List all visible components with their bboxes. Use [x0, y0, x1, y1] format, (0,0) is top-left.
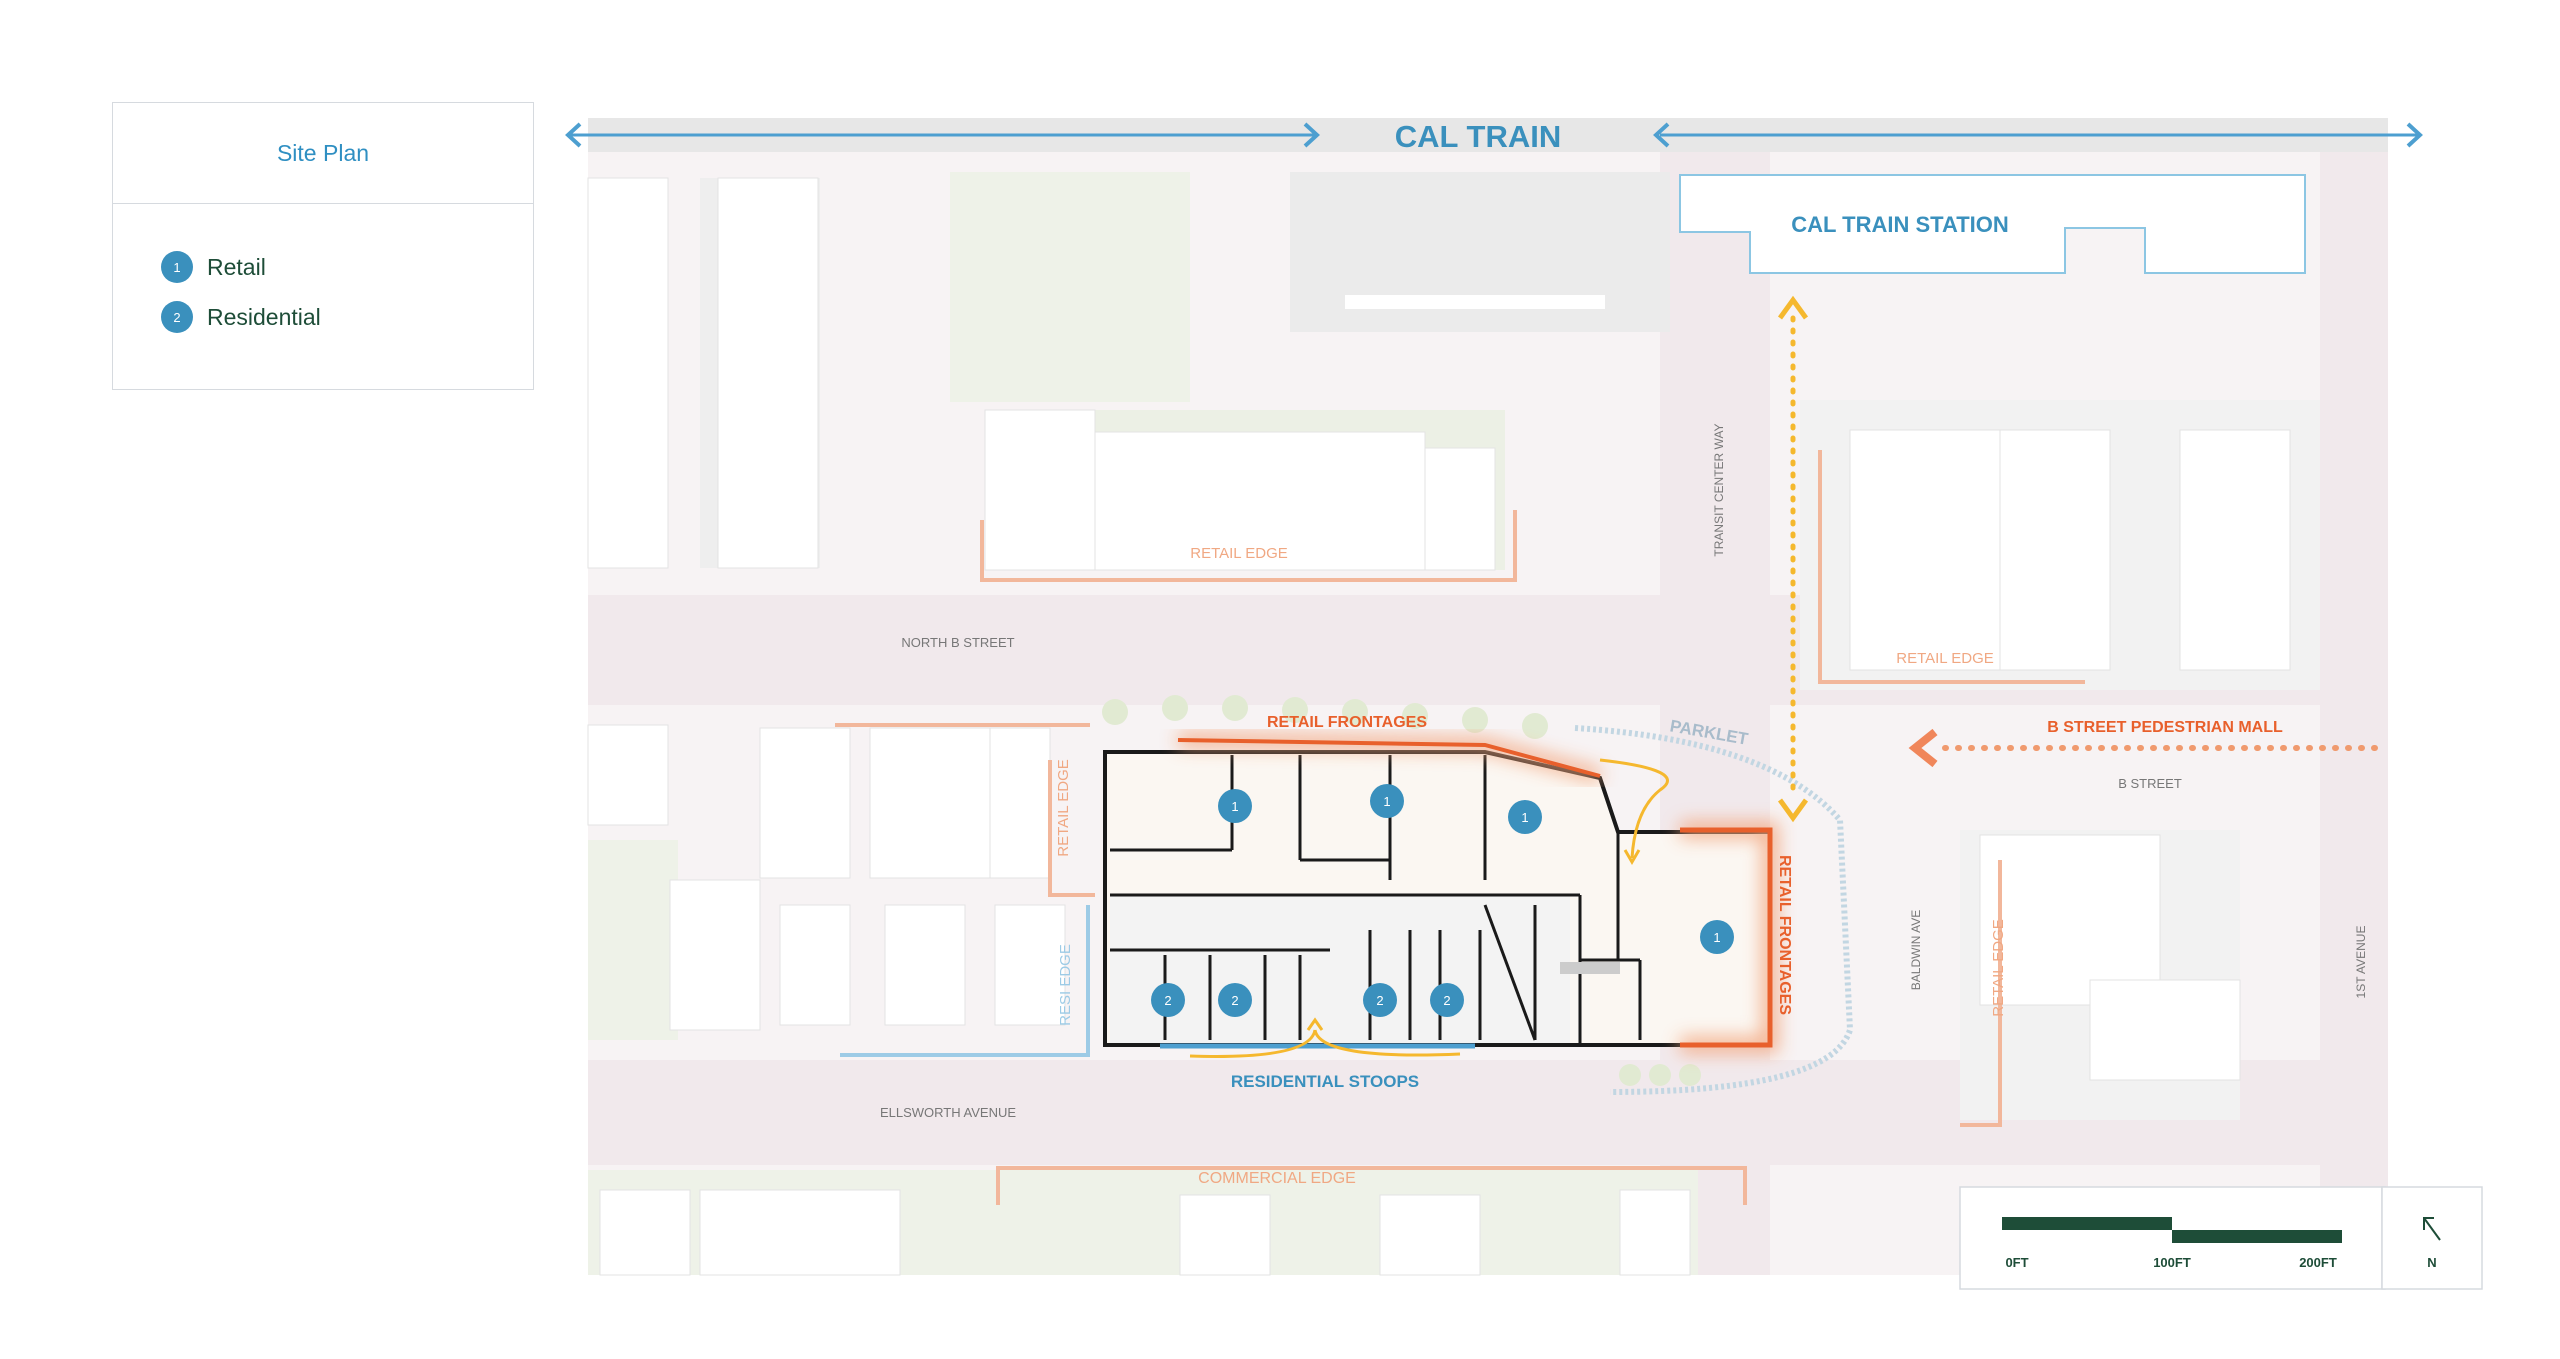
- transit-center-way-label: TRANSIT CENTER WAY: [1712, 423, 1726, 556]
- legend-item-retail[interactable]: 1 Retail: [161, 242, 533, 292]
- cal-train-line: CAL TRAIN: [565, 118, 2423, 154]
- pedestrian-path: [1599, 295, 1809, 865]
- cal-train-station: CAL TRAIN STATION: [1679, 174, 2306, 274]
- first-avenue-label: 1ST AVENUE: [2354, 926, 2368, 999]
- svg-text:1: 1: [1521, 810, 1528, 825]
- retail-edge-label: RETAIL EDGE: [1990, 919, 2007, 1017]
- scale-label-0: 0FT: [2005, 1255, 2028, 1270]
- svg-text:2: 2: [1443, 993, 1450, 1008]
- retail-frontages-label: RETAIL FRONTAGES: [1267, 714, 1427, 731]
- legend-label-retail: Retail: [207, 253, 266, 280]
- residential-marker[interactable]: 2: [1430, 983, 1464, 1017]
- north-label: N: [2427, 1255, 2436, 1270]
- retail-edge-label: RETAIL EDGE: [1190, 545, 1288, 562]
- context-buildings: [587, 172, 2320, 1276]
- retail-marker[interactable]: 1: [1370, 784, 1404, 818]
- retail-marker[interactable]: 1: [1218, 789, 1252, 823]
- retail-edge-label: RETAIL EDGE: [1896, 650, 1994, 667]
- b-street-pedestrian-mall-label: B STREET PEDESTRIAN MALL: [2047, 719, 2283, 736]
- b-street-label: B STREET: [2118, 776, 2182, 791]
- map-labels: RETAIL EDGE RETAIL EDGE RETAIL EDGE RETA…: [880, 423, 2368, 1187]
- residential-marker[interactable]: 2: [1151, 983, 1185, 1017]
- svg-text:1: 1: [1713, 930, 1720, 945]
- svg-text:2: 2: [1164, 993, 1171, 1008]
- residential-marker[interactable]: 2: [1363, 983, 1397, 1017]
- north-arrow-icon: [2423, 1217, 2441, 1241]
- arrow-left-icon: [1908, 728, 1938, 768]
- b-street-pedestrian-mall: B STREET PEDESTRIAN MALL: [1908, 719, 2383, 768]
- legend-item-residential[interactable]: 2 Residential: [161, 292, 533, 342]
- arrow-down-icon: [1777, 798, 1809, 823]
- legend-title: Site Plan: [113, 103, 533, 204]
- resi-edge-label: RESI EDGE: [1057, 944, 1074, 1026]
- residential-stoops-label: RESIDENTIAL STOOPS: [1231, 1072, 1419, 1091]
- project-building: [1103, 750, 1772, 1047]
- unit-markers: 1 1 1 1 2 2 2 2: [1151, 784, 1734, 1017]
- retail-frontages-label: RETAIL FRONTAGES: [1776, 855, 1793, 1015]
- retail-frontages-highlight: [1177, 733, 1778, 1053]
- arrow-up-icon: [1777, 295, 1809, 320]
- svg-text:2: 2: [1231, 993, 1238, 1008]
- retail-marker[interactable]: 1: [1508, 800, 1542, 834]
- north-b-street-label: NORTH B STREET: [901, 635, 1014, 650]
- legend-list: 1 Retail 2 Residential: [113, 204, 533, 342]
- svg-text:2: 2: [1376, 993, 1383, 1008]
- retail-marker[interactable]: 1: [1700, 920, 1734, 954]
- arrow-right-icon: [1303, 122, 1320, 148]
- retail-edge-lines: [835, 450, 2085, 1205]
- residential-marker[interactable]: 2: [1218, 983, 1252, 1017]
- street-trees: [1102, 695, 1701, 1086]
- retail-marker-icon: 1: [161, 251, 193, 283]
- legend-card: Site Plan 1 Retail 2 Residential: [112, 102, 534, 390]
- arrow-left-icon: [1653, 122, 1670, 148]
- svg-text:1: 1: [1231, 799, 1238, 814]
- residential-marker-icon: 2: [161, 301, 193, 333]
- stoop-path: [1189, 1029, 1461, 1058]
- north-arrow: N: [2381, 1186, 2483, 1290]
- cal-train-label: CAL TRAIN: [1395, 119, 1561, 154]
- scale-bar: 0FT 100FT 200FT: [1959, 1186, 2386, 1290]
- legend-label-residential: Residential: [207, 303, 321, 330]
- scale-label-100: 100FT: [2153, 1255, 2191, 1270]
- arrow-left-icon: [565, 122, 582, 148]
- svg-text:1: 1: [1383, 794, 1390, 809]
- retail-edge-label: RETAIL EDGE: [1055, 759, 1072, 857]
- scale-label-200: 200FT: [2299, 1255, 2337, 1270]
- baldwin-ave-label: BALDWIN AVE: [1909, 910, 1923, 990]
- ellsworth-avenue-label: ELLSWORTH AVENUE: [880, 1105, 1016, 1120]
- parklet-boundary: [1574, 725, 1854, 1095]
- cal-train-station-label: CAL TRAIN STATION: [1791, 212, 2009, 237]
- commercial-edge-label: COMMERCIAL EDGE: [1198, 1170, 1356, 1187]
- arrow-right-icon: [2406, 122, 2423, 148]
